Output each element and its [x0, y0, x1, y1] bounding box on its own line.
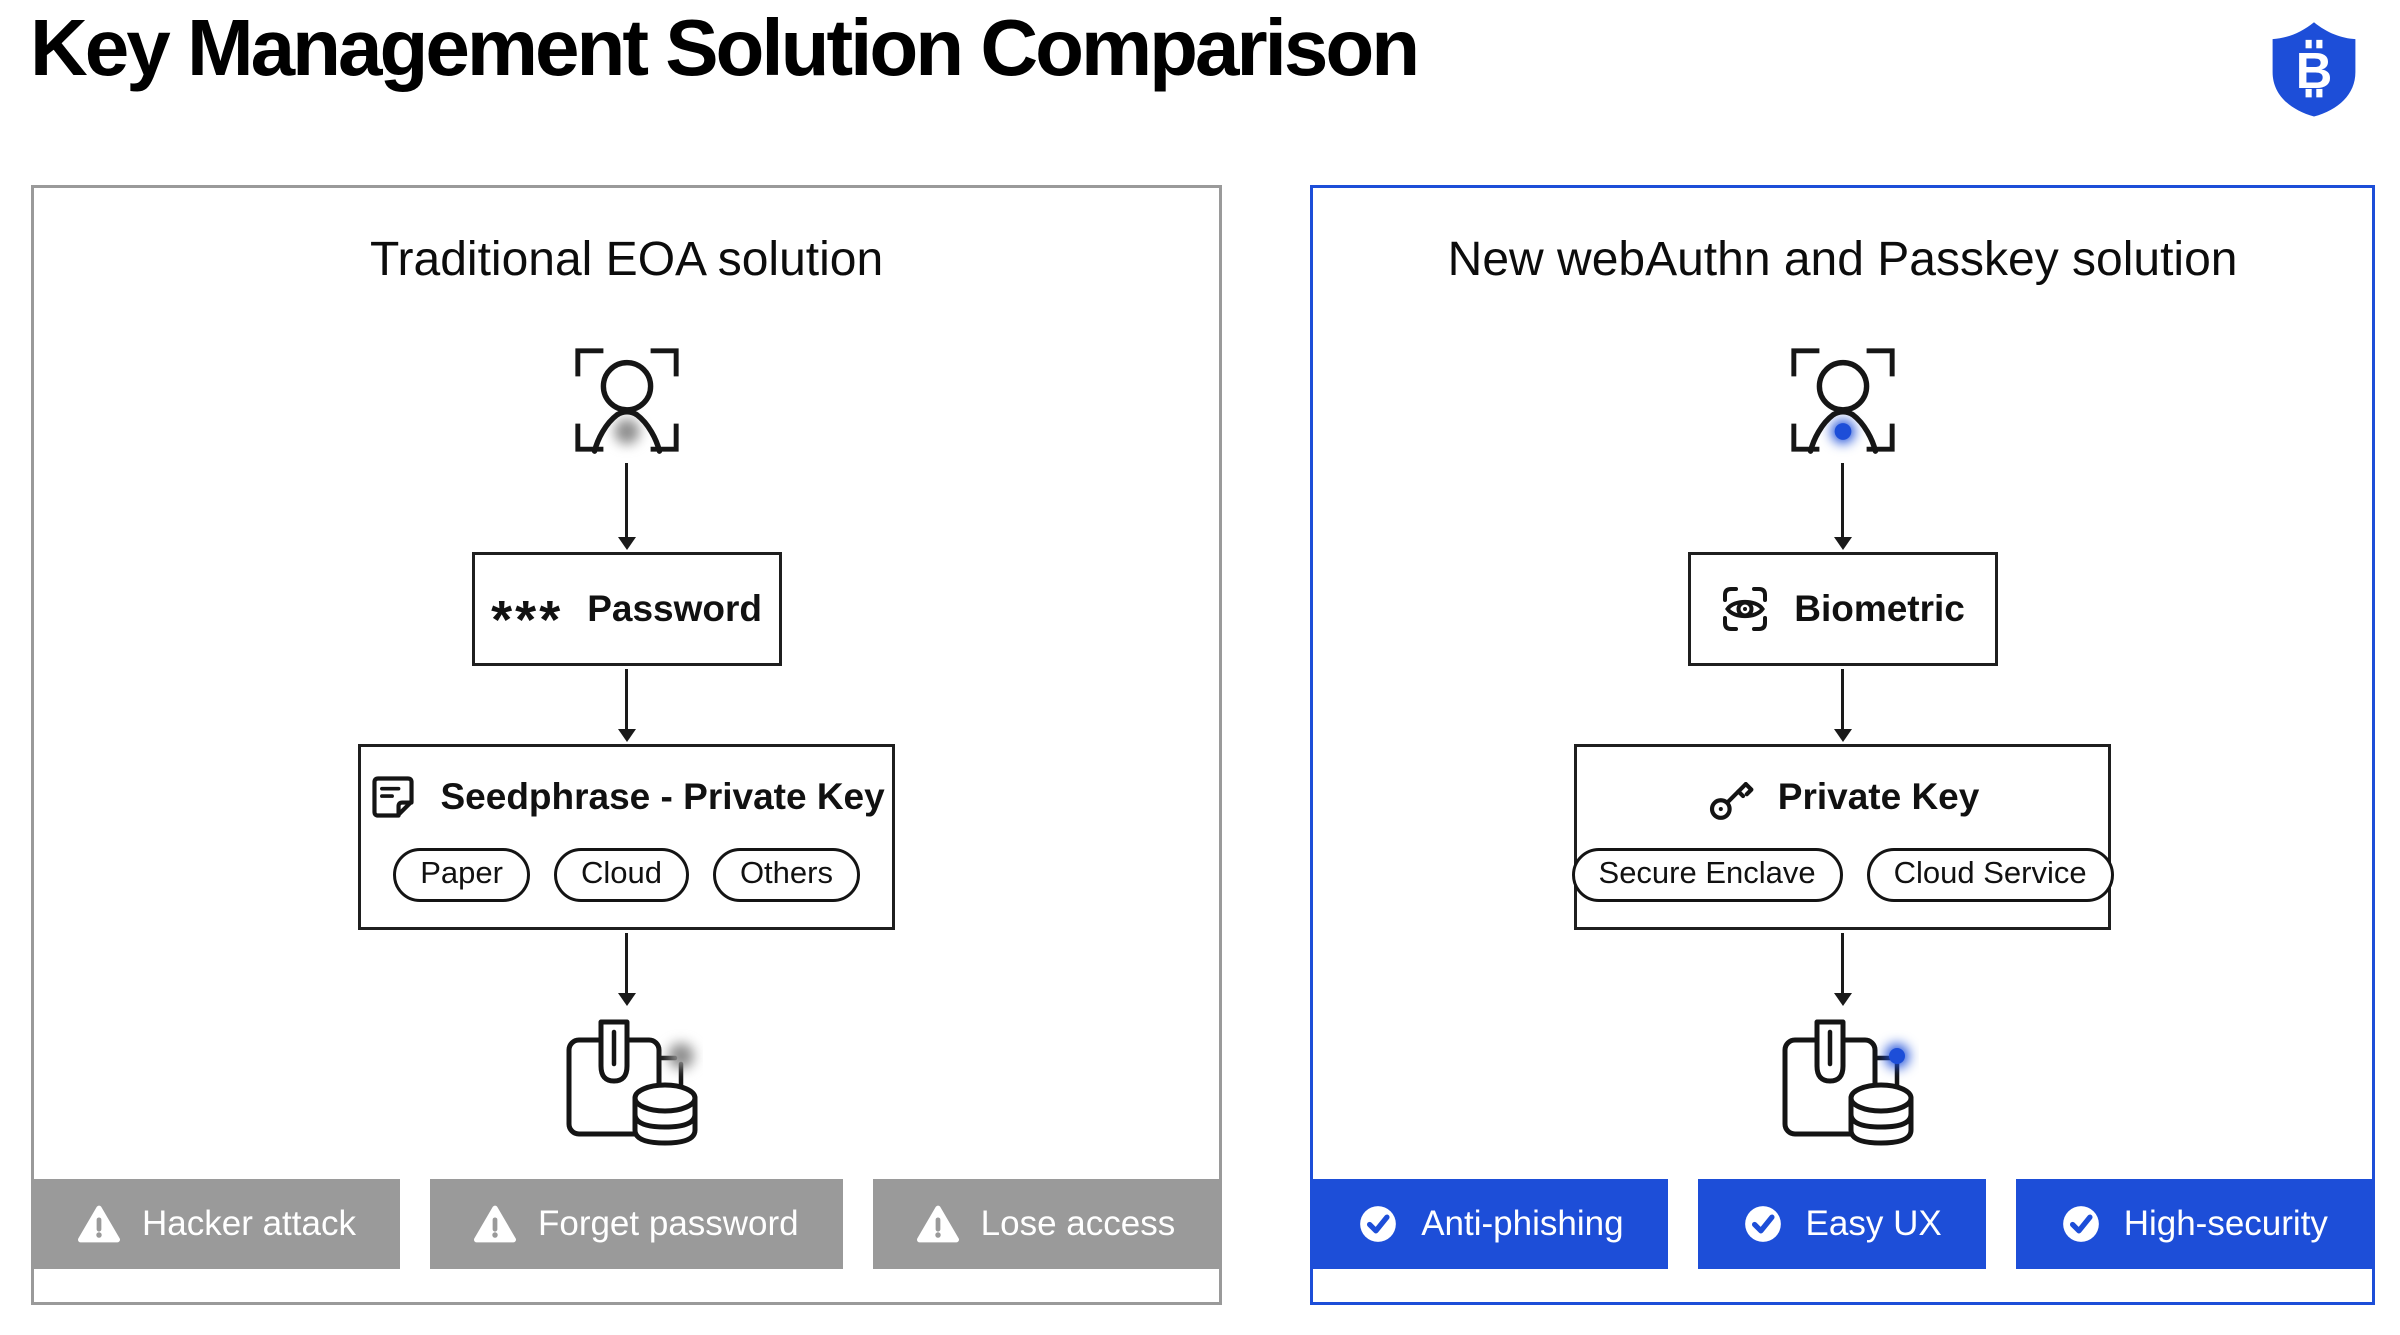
note-icon [368, 772, 418, 822]
panel-title: Traditional EOA solution [370, 233, 884, 286]
warning-icon [78, 1203, 120, 1245]
svg-text:B: B [2296, 42, 2333, 99]
badge-label: Forget password [537, 1204, 799, 1243]
flow-arrow [625, 933, 629, 993]
badge-label: Anti-phishing [1421, 1204, 1624, 1243]
page-title: Key Management Solution Comparison [30, 3, 1420, 92]
check-icon [1357, 1203, 1399, 1245]
badge-high-security: High-security [2015, 1179, 2372, 1269]
pill-others: Others [712, 848, 860, 902]
flow-arrow [625, 669, 629, 729]
seedphrase-label: Seedphrase - Private Key [440, 776, 885, 817]
storage-options: Paper Cloud Others [393, 848, 860, 902]
badge-hacker-attack: Hacker attack [34, 1179, 400, 1269]
flow-arrow [1841, 669, 1845, 729]
flow-diagram: *** Password S [358, 287, 896, 1150]
pill-paper: Paper [393, 848, 530, 902]
private-key-label: Private Key [1777, 776, 1980, 817]
check-icon [1742, 1203, 1784, 1245]
header: Key Management Solution Comparison B [0, 0, 2400, 160]
warning-icon [916, 1203, 959, 1245]
panel-webauthn-passkey: New webAuthn and Passkey solution [1310, 185, 2375, 1305]
seedphrase-box: Seedphrase - Private Key Paper Cloud Oth… [358, 744, 896, 930]
biometric-box: Biometric [1687, 552, 1998, 666]
warning-icon [473, 1203, 516, 1245]
badge-easy-ux: Easy UX [1697, 1179, 1986, 1269]
comparison-panels: Traditional EOA solution *** [31, 185, 2375, 1305]
storage-options: Secure Enclave Cloud Service [1571, 848, 2114, 902]
badge-lose-access: Lose access [872, 1179, 1220, 1269]
badge-label: High-security [2123, 1204, 2328, 1243]
check-icon [2060, 1203, 2102, 1245]
password-label: Password [587, 588, 763, 629]
badge-anti-phishing: Anti-phishing [1313, 1179, 1668, 1269]
panel-traditional-eoa: Traditional EOA solution *** [31, 185, 1223, 1305]
password-box: *** Password [471, 552, 782, 666]
badge-label: Hacker attack [142, 1204, 356, 1243]
panel-title: New webAuthn and Passkey solution [1447, 233, 2238, 286]
shield-bitcoin-icon: B [2268, 18, 2360, 120]
eye-scan-icon [1720, 584, 1770, 634]
key-icon [1706, 772, 1756, 822]
pill-cloud: Cloud [553, 848, 689, 902]
pill-cloud-service: Cloud Service [1866, 848, 2114, 902]
badge-forget-password: Forget password [429, 1179, 843, 1269]
person-scan-icon [1784, 341, 1902, 459]
flow-diagram: Biometric [1571, 287, 2114, 1150]
person-scan-icon [568, 341, 686, 459]
flow-arrow [1841, 933, 1845, 993]
risk-badges: Hacker attack Forget password [34, 1179, 1220, 1269]
flow-arrow [1841, 463, 1845, 537]
badge-label: Easy UX [1805, 1204, 1942, 1243]
wallet-database-icon [551, 1008, 703, 1150]
badge-label: Lose access [980, 1204, 1176, 1243]
private-key-box: Private Key Secure Enclave Cloud Service [1571, 744, 2114, 930]
wallet-database-icon [1767, 1008, 1919, 1150]
pill-secure-enclave: Secure Enclave [1571, 848, 1843, 902]
flow-arrow [625, 463, 629, 537]
biometric-label: Biometric [1794, 588, 1965, 629]
benefit-badges: Anti-phishing Easy UX [1313, 1179, 2372, 1269]
